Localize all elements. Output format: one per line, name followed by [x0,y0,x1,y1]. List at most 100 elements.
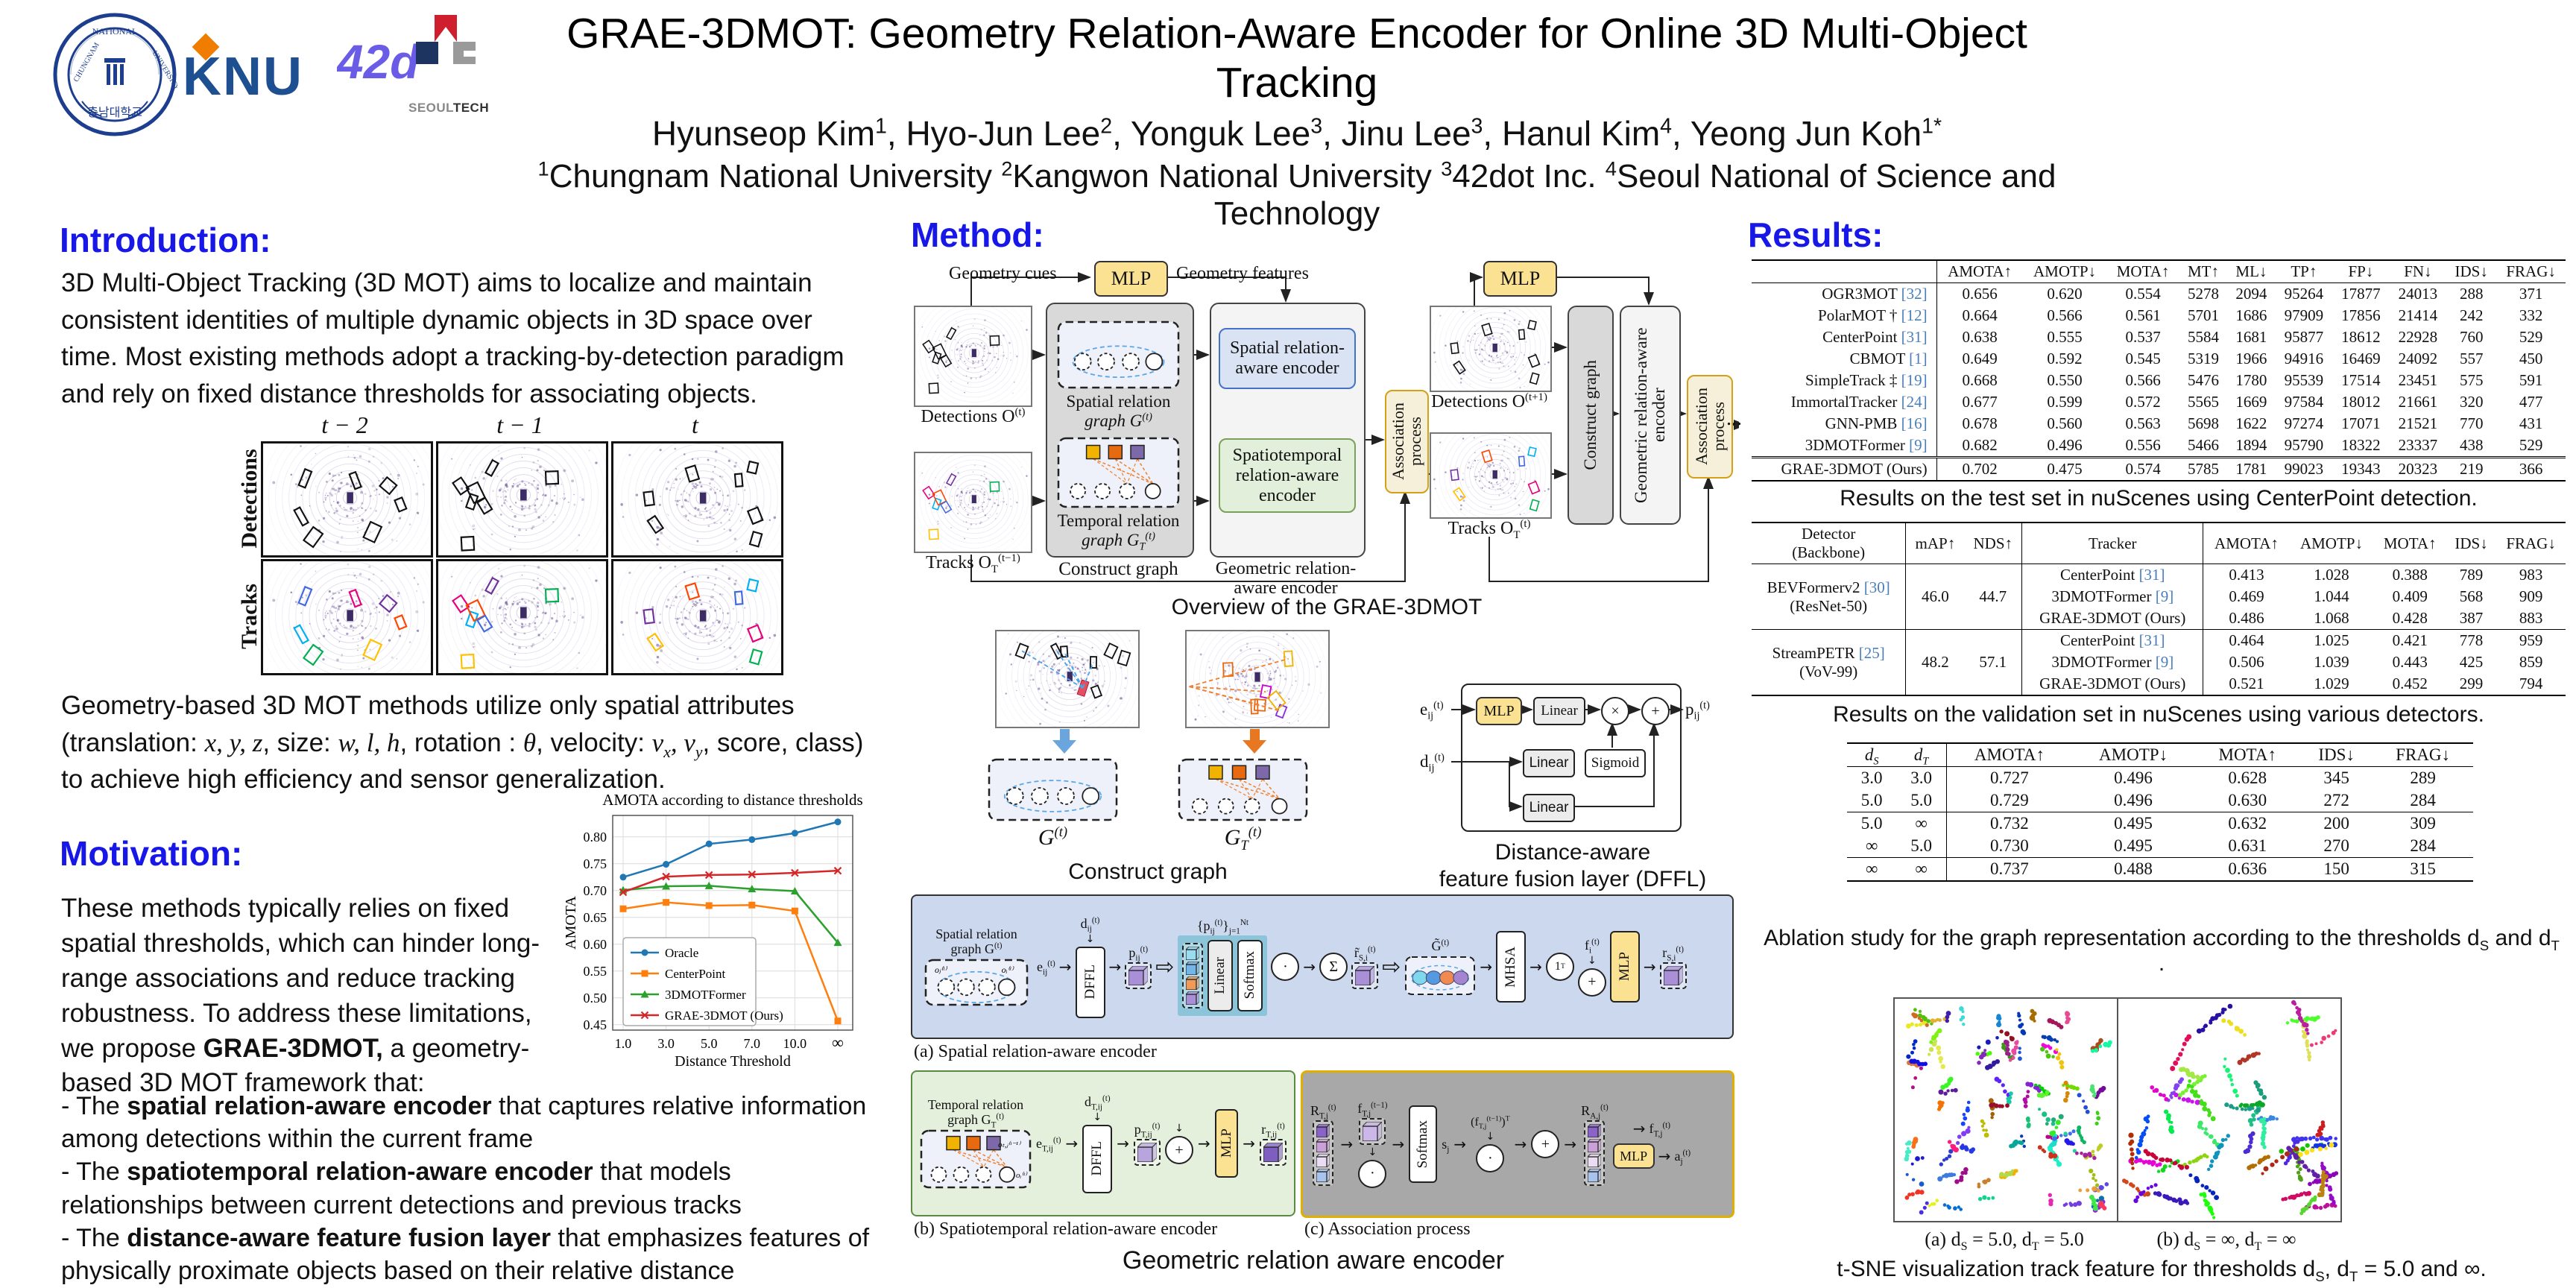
feature-cube [1659,962,1687,989]
svg-text:∞: ∞ [832,1033,844,1052]
panel-a-dot-op: · [1271,953,1300,981]
panel-c-mlp-box: MLP [1612,1143,1655,1169]
table1-value: 1686 [2235,306,2267,324]
panel-a-rout-label: rS,i(t) [1662,944,1684,963]
table2-tracker: CenterPoint [31] [2021,629,2204,651]
orange-down-arrow-icon [1243,729,1266,754]
table1-method: ImmortalTracker [24] [1752,391,1937,413]
down-arrow-icon: ↓ [1085,932,1095,945]
panel-a-dffl-box: DFFL [1075,946,1105,1018]
table1-value: 2094 [2235,285,2267,303]
g-graph-glyph [988,758,1118,821]
table3-value: ∞ [1865,836,1878,855]
panel-a-caption: (a) Spatial relation-aware encoder [914,1042,1157,1061]
svg-text:oₜ,ⱼ⁽ᵗ⁻¹⁾: oₜ,ⱼ⁽ᵗ⁻¹⁾ [998,1140,1021,1149]
down-arrow-icon: ↓ [1368,1146,1377,1158]
arrow-icon: → [1658,1147,1671,1165]
arrow-icon: → [1198,1134,1210,1152]
table1-header-7: FP↓ [2332,260,2390,283]
frame-label-t2: t − 2 [321,411,368,438]
table2-nds: 44.7 [1964,564,2023,630]
hollow-arrow-icon: ⇨ [1155,954,1175,979]
panel-c-s-label: sj [1442,1136,1450,1155]
table2-map: 48.2 [1905,629,1965,695]
table1-method: SimpleTrack ‡ [19] [1752,370,1937,391]
arrow-icon: → [1564,1135,1577,1153]
table2-header-8: FRAG↓ [2496,523,2566,564]
table1-value: 760 [2459,328,2484,346]
table1-method: GNN-PMB [16] [1752,413,1937,435]
dffl-linear3-box: Linear [1523,794,1575,822]
panel-c-dot-op1: · [1358,1159,1387,1188]
relation-stack [1313,1120,1334,1186]
construct-graph-label-v: Construct graph [1580,360,1600,470]
svg-text:5.0: 5.0 [701,1036,718,1051]
tsne-panel-b [2117,997,2342,1222]
table2-header-5: AMOTP↓ [2289,523,2374,564]
table2-value: 1.044 [2314,587,2349,605]
track-feature-cube [1359,1117,1386,1145]
association-panel: RT,j(t) → fT,j(t−1) ↓ · → Softmax sj → (… [1301,1070,1734,1218]
lidar-detections-t1 [436,441,608,558]
table2-map: 46.0 [1922,587,1949,605]
feature-cube [1134,1138,1161,1166]
poster-authors: Hyunseop Kim1, Hyo-Jun Lee2, Yonguk Lee3… [651,114,1942,153]
construct-graph-figure-caption: Construct graph [1068,859,1228,884]
table1-value: 1669 [2235,393,2267,411]
arrow-icon: → [1643,958,1656,976]
frame-label-t1: t − 1 [496,411,543,438]
arrow-icon: → [1453,1135,1467,1153]
spatial-graph-label-l1: Spatial relation [1066,392,1171,411]
arrow-icon: → [1058,958,1072,976]
panel-b-p-label: pT,ij(t) [1134,1121,1161,1140]
table1-value: 242 [2459,306,2484,324]
amota-distance-chart: AMOTA according to distance thresholds0.… [561,790,865,1082]
svg-text:10.0: 10.0 [783,1036,807,1051]
dffl-d-input: dij(t) [1420,751,1445,774]
cube-icon [1137,1142,1158,1162]
cube-icon [1588,1138,1602,1152]
table1-method: PolarMOT † [12] [1752,305,1937,326]
table3-value: 5.0 [1896,835,1947,858]
table1-value: 21521 [2398,414,2438,432]
table2-value: 299 [2459,675,2484,692]
table1-value: 5698 [2187,414,2219,432]
table1-value: 95790 [2284,436,2324,454]
poster-header: GRAE-3DMOT: Geometry Relation-Aware Enco… [492,9,2102,233]
panel-a-gtilde-label: G̃(t) [1431,938,1450,953]
table1-value: 5584 [2187,328,2219,346]
table1-value: 23337 [2398,436,2438,454]
table2-tracker: GRAE-3DMOT (Ours) [2021,607,2204,630]
table3-value: 345 [2323,768,2349,787]
table1-value: 97274 [2284,414,2324,432]
table3-value: 0.727 [1989,768,2029,787]
table1-value: 0.475 [2022,456,2107,481]
table2-value: 568 [2459,587,2484,605]
dffl-outer-box [1461,684,1682,832]
table1-value: 0.574 [2106,456,2179,481]
table1-value: 0.537 [2125,328,2161,346]
table2-value: 1.068 [2314,609,2349,627]
down-arrow-icon: ↓ [1093,1111,1102,1123]
feature-cube [1351,962,1379,989]
table3-value: 0.636 [2194,857,2301,881]
construct-graph-caption: Construct graph [1058,559,1178,579]
table1-value: 16469 [2341,350,2381,367]
table1-value: 99023 [2275,456,2333,481]
svg-text:1.0: 1.0 [615,1036,632,1051]
table2-value: 0.464 [2203,629,2290,651]
dffl-e-input: eij(t) [1420,699,1444,722]
table1-method: 3DMOTFormer [9] [1752,435,1937,458]
table2-tracker: 3DMOTFormer [9] [2021,586,2204,607]
lidar-tracks-t2 [261,559,433,675]
overview-connectors [970,272,1739,582]
table2-value: 0.469 [2229,587,2264,605]
cube-icon [1363,1121,1383,1141]
svg-text:충남대학교: 충남대학교 [87,105,142,119]
table1-header-6: TP↑ [2275,260,2333,283]
